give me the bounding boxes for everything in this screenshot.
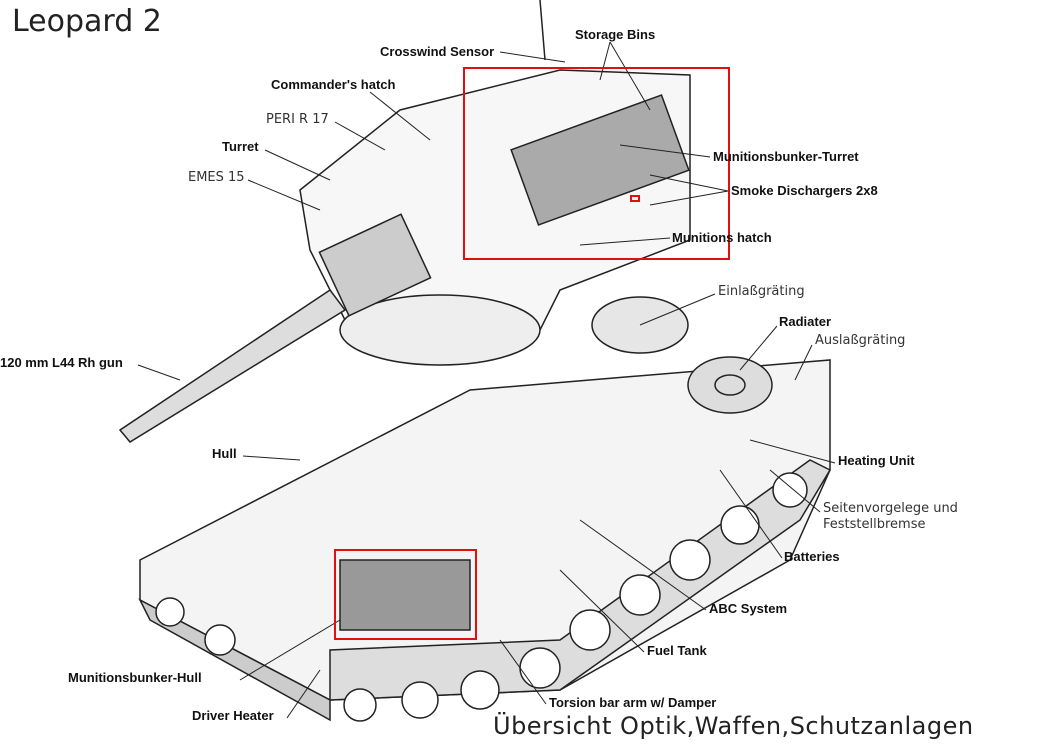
road-wheels: [155, 472, 808, 722]
turret-ring: [339, 294, 541, 366]
highlight-hull-ammo: [334, 549, 477, 640]
diagram-subtitle: Übersicht Optik,Waffen,Schutzanlagen: [493, 712, 974, 740]
label-munitionsbunker-hull: Munitionsbunker-Hull: [68, 670, 202, 685]
diagram-title: Leopard 2: [12, 4, 162, 39]
label-batteries: Batteries: [784, 549, 840, 564]
label-abc-system: ABC System: [709, 601, 788, 616]
hull-ammo: [339, 559, 471, 631]
label-radiater: Radiater: [779, 314, 832, 329]
leader-lines: [137, 41, 836, 719]
track-left: [138, 598, 331, 722]
label-peri: PERI R 17: [266, 112, 329, 127]
antenna: [539, 0, 546, 61]
radiator-hub: [714, 374, 746, 396]
label-heating-unit: Heating Unit: [838, 453, 915, 468]
radiator-fan: [687, 356, 773, 414]
label-smoke-dischargers: Smoke Dischargers 2x8: [731, 183, 878, 198]
gun-mantlet: [318, 213, 432, 317]
label-einlassgraeting: Einlaßgräting: [718, 284, 805, 299]
label-munitionsbunker-turret: Munitionsbunker-Turret: [713, 149, 859, 164]
turret-ammo: [510, 94, 690, 226]
label-driver-heater: Driver Heater: [192, 708, 274, 723]
label-torsion-bar: Torsion bar arm w/ Damper: [549, 695, 717, 710]
highlight-smoke-discharger: [630, 195, 640, 202]
label-gun: 120 mm L44 Rh gun: [0, 355, 123, 370]
label-crosswind-sensor: Crosswind Sensor: [380, 44, 495, 59]
gun-barrel: [118, 288, 347, 443]
label-commanders-hatch: Commander's hatch: [271, 77, 396, 92]
label-turret: Turret: [222, 139, 259, 154]
label-seitenvorgelege: Seitenvorgelege und: [823, 501, 958, 516]
label-munitions-hatch: Munitions hatch: [672, 230, 772, 245]
label-feststellbremse: Feststellbremse: [823, 517, 926, 532]
highlight-turret-ammo: [463, 67, 730, 260]
label-storage-bins: Storage Bins: [575, 27, 656, 42]
label-auslassgraeting: Auslaßgräting: [815, 333, 906, 348]
label-emes: EMES 15: [188, 170, 245, 185]
label-hull: Hull: [212, 446, 237, 461]
label-fuel-tank: Fuel Tank: [647, 643, 707, 658]
